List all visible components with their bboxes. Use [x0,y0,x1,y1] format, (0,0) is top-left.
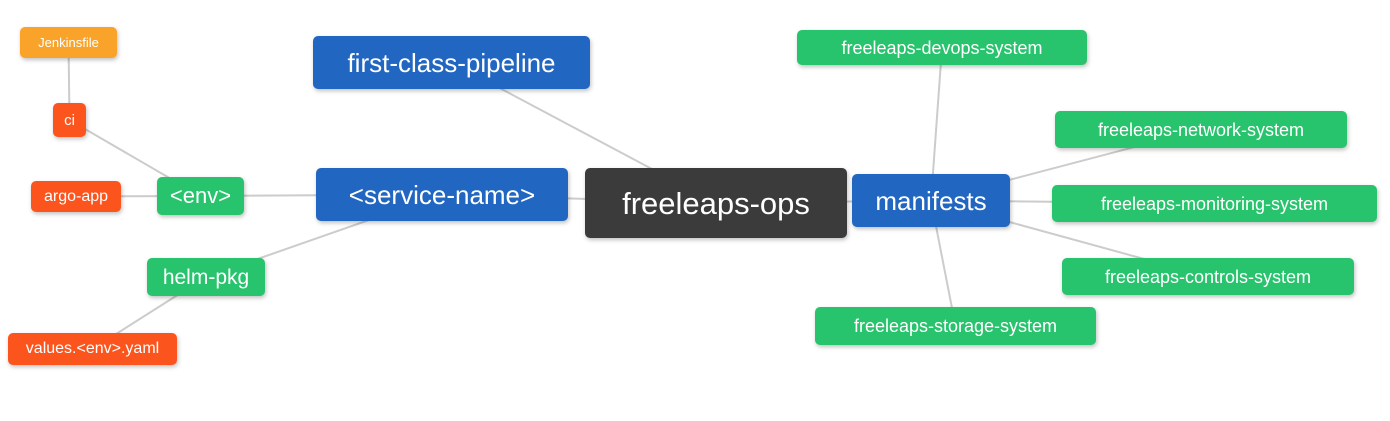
node-storage-system[interactable]: freeleaps-storage-system [815,307,1096,345]
node-helm-pkg[interactable]: helm-pkg [147,258,265,296]
node-values-env-yaml[interactable]: values.<env>.yaml [8,333,177,365]
node-argo-app[interactable]: argo-app [31,181,121,212]
node-devops-system[interactable]: freeleaps-devops-system [797,30,1087,65]
node-manifests[interactable]: manifests [852,174,1010,227]
node-first-class-pipeline[interactable]: first-class-pipeline [313,36,590,89]
node-env[interactable]: <env> [157,177,244,215]
node-jenkinsfile[interactable]: Jenkinsfile [20,27,117,58]
node-freeleaps-ops[interactable]: freeleaps-ops [585,168,847,238]
node-network-system[interactable]: freeleaps-network-system [1055,111,1347,148]
node-service-name[interactable]: <service-name> [316,168,568,221]
node-monitoring-system[interactable]: freeleaps-monitoring-system [1052,185,1377,222]
node-ci[interactable]: ci [53,103,86,137]
node-controls-system[interactable]: freeleaps-controls-system [1062,258,1354,295]
